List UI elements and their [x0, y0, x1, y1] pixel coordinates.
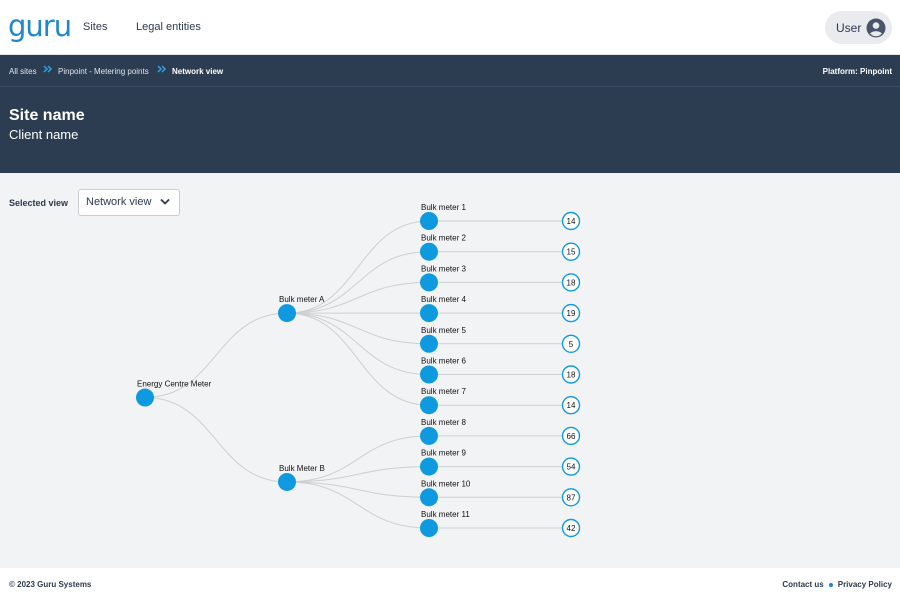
nav-link-sites[interactable]: Sites	[83, 21, 108, 33]
tree-link	[286, 481, 430, 498]
tree-link	[286, 466, 430, 483]
count-badge[interactable]	[561, 488, 581, 507]
chevron-down-icon	[160, 198, 170, 205]
bulk-meter-1-label: Bulk meter 1	[421, 203, 466, 212]
user-label: User	[836, 20, 862, 35]
copyright-text: © 2023 Guru Systems	[9, 580, 92, 589]
bulk-meter-3-node[interactable]	[420, 273, 438, 292]
breadcrumb-metering-points[interactable]: Pinpoint - Metering points	[58, 67, 149, 76]
count-badge[interactable]	[561, 457, 581, 476]
count-badge[interactable]	[561, 273, 581, 292]
tree-link	[286, 251, 430, 314]
bulk-meter-8-node[interactable]	[420, 426, 438, 445]
bulk-meter-7-label: Bulk meter 7	[421, 387, 466, 396]
tree-link	[286, 220, 430, 314]
energy-centre-meter-label: Energy Centre Meter	[137, 380, 212, 389]
count-value: 14	[567, 217, 576, 226]
tree-link	[144, 312, 288, 399]
count-value: 18	[567, 371, 576, 380]
count-badge[interactable]	[561, 426, 581, 446]
tree-links	[144, 220, 571, 529]
privacy-policy-link[interactable]: Privacy Policy	[837, 580, 892, 589]
tree-link	[286, 312, 430, 345]
contact-us-link[interactable]: Contact us	[782, 580, 824, 589]
bulk-meter-group-1-label: Bulk meter A	[279, 295, 325, 304]
chevron-double-right-icon	[43, 65, 53, 73]
user-avatar-icon	[866, 18, 886, 38]
count-badge[interactable]	[561, 303, 581, 323]
tree-link	[286, 281, 430, 314]
bulk-meter-group-2-label: Bulk Meter B	[279, 464, 325, 473]
count-badge[interactable]	[561, 242, 581, 261]
bulk-meter-8-label: Bulk meter 8	[421, 418, 466, 427]
breadcrumb: All sites Pinpoint - Metering points Net…	[0, 55, 900, 87]
bulk-meter-3-label: Bulk meter 3	[421, 264, 466, 273]
bulk-meter-6-node[interactable]	[420, 365, 438, 384]
breadcrumb-all-sites[interactable]: All sites	[9, 67, 37, 76]
bulk-meter-11-label: Bulk meter 11	[421, 510, 470, 519]
site-header: Site name Client name	[0, 87, 900, 173]
footer-links: Contact us Privacy Policy	[782, 580, 892, 589]
tree-link	[144, 397, 288, 483]
bulk-meter-group-2-node[interactable]	[278, 472, 296, 491]
guru-logo[interactable]: guru	[8, 9, 72, 43]
breadcrumb-network-view: Network view	[172, 67, 224, 76]
platform-label: Platform: Pinpoint	[822, 67, 892, 76]
count-value: 19	[567, 309, 576, 318]
client-name: Client name	[9, 127, 79, 142]
count-value: 66	[567, 432, 576, 441]
count-value: 18	[567, 278, 576, 287]
site-name: Site name	[9, 107, 85, 124]
bulk-meter-4-label: Bulk meter 4	[421, 295, 466, 304]
count-badge[interactable]	[561, 395, 581, 415]
bulk-meter-10-label: Bulk meter 10	[421, 479, 471, 488]
count-value: 87	[567, 493, 576, 502]
energy-centre-meter-node[interactable]	[136, 388, 154, 407]
chevron-double-right-icon	[157, 65, 167, 73]
bulk-meter-6-label: Bulk meter 6	[421, 357, 466, 366]
bulk-meter-group-1-node[interactable]	[278, 304, 296, 323]
user-menu-button[interactable]: User	[825, 11, 892, 44]
footer-separator-dot	[828, 582, 833, 587]
bulk-meter-2-node[interactable]	[420, 242, 438, 261]
count-badge[interactable]	[561, 365, 581, 384]
nav-link-legal-entities[interactable]: Legal entities	[136, 21, 201, 33]
bulk-meter-4-node[interactable]	[420, 304, 438, 323]
count-value: 14	[567, 401, 576, 410]
bulk-meter-1-node[interactable]	[420, 212, 438, 230]
bulk-meter-9-label: Bulk meter 9	[421, 449, 466, 458]
bulk-meter-5-node[interactable]	[420, 334, 438, 353]
bulk-meter-7-node[interactable]	[420, 396, 438, 415]
bulk-meter-11-node[interactable]	[420, 519, 438, 537]
view-select-value: Network view	[86, 196, 152, 208]
tree-link	[286, 435, 430, 483]
bulk-meter-9-node[interactable]	[420, 457, 438, 476]
top-navbar: guru Sites Legal entities User	[0, 0, 900, 55]
count-value: 15	[567, 248, 576, 257]
count-value: 42	[567, 524, 576, 533]
bulk-meter-10-node[interactable]	[420, 488, 438, 507]
tree-link	[286, 312, 430, 375]
count-badge[interactable]	[561, 518, 581, 538]
count-badge[interactable]	[561, 211, 581, 231]
view-select-dropdown[interactable]: Network view	[78, 189, 180, 216]
count-value: 54	[567, 463, 576, 472]
bulk-meter-5-label: Bulk meter 5	[421, 326, 466, 335]
bulk-meter-2-label: Bulk meter 2	[421, 234, 466, 243]
tree-link	[286, 312, 430, 406]
count-badge[interactable]	[561, 334, 581, 354]
count-value: 5	[569, 340, 574, 349]
tree-link	[286, 481, 430, 529]
footer: © 2023 Guru Systems Contact us Privacy P…	[0, 568, 900, 600]
selected-view-label: Selected view	[9, 198, 69, 208]
